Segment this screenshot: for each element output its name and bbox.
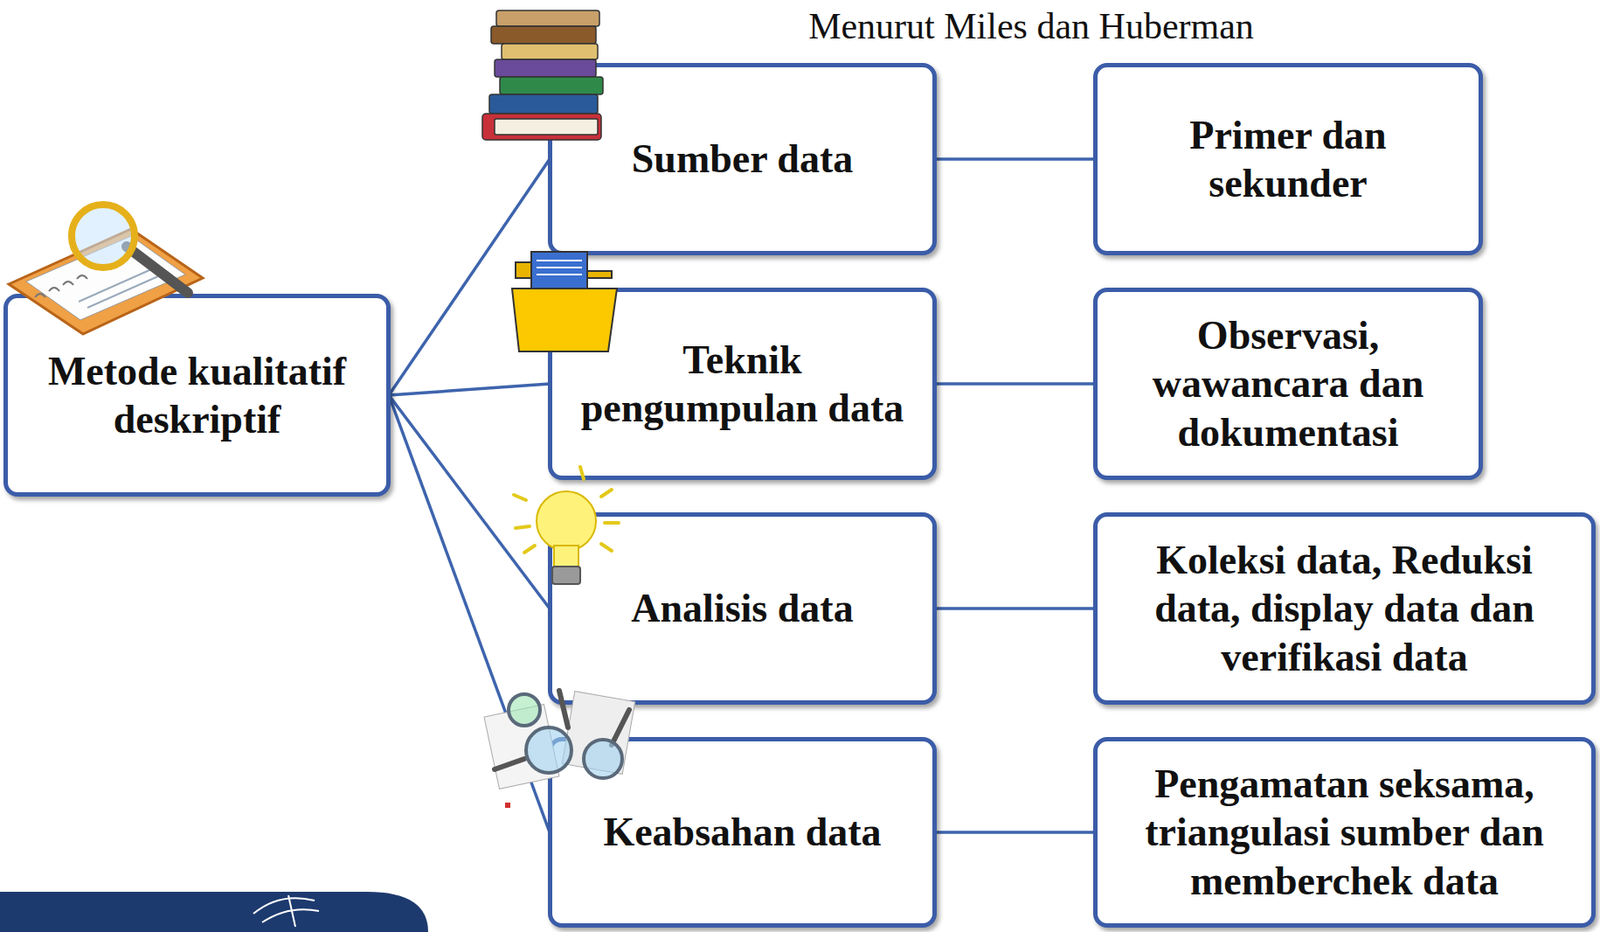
connector-line xyxy=(388,394,550,609)
box-label: Observasi, wawancara dan dokumentasi xyxy=(1111,311,1465,457)
box-label: Pengamatan seksama, triangulasi sumber d… xyxy=(1111,759,1578,905)
connector-line xyxy=(388,383,550,395)
clipboard-icon xyxy=(8,204,203,334)
connector-line xyxy=(935,606,1095,610)
corner-band xyxy=(0,891,429,932)
process-box: Observasi, wawancara dan dokumentasi xyxy=(1093,287,1483,480)
process-box: Teknik pengumpulan data xyxy=(547,287,937,480)
connector-line xyxy=(935,381,1095,386)
box-label: Sumber data xyxy=(631,134,853,183)
process-box: Sumber data xyxy=(547,62,937,256)
process-box: Primer dan sekunder xyxy=(1093,62,1483,256)
folder-icon xyxy=(512,251,617,352)
box-label: Keabsahan data xyxy=(602,807,881,856)
connector-line xyxy=(388,394,550,832)
connector-line xyxy=(935,157,1095,161)
box-label: Koleksi data, Reduksi data, display data… xyxy=(1111,535,1578,681)
box-text-group: Teknik pengumpulan data xyxy=(566,335,919,432)
box-label: Teknik pengumpulan data xyxy=(566,335,919,432)
process-box: Pengamatan seksama, triangulasi sumber d… xyxy=(1093,736,1596,928)
process-box: Metode kualitatif deskriptif xyxy=(3,293,391,497)
process-box: Keabsahan data xyxy=(547,736,937,928)
magnifier-papers-icon xyxy=(484,690,636,808)
box-text-group: Metode kualitatif deskriptif xyxy=(21,346,373,444)
books-icon xyxy=(482,10,603,140)
box-text-group: Pengamatan seksama, triangulasi sumber d… xyxy=(1111,759,1578,905)
box-label: Primer dan sekunder xyxy=(1111,110,1465,208)
box-text-group: Keabsahan data xyxy=(602,807,881,856)
lightbulb-icon xyxy=(513,466,619,584)
box-text-group: Koleksi data, Reduksi data, display data… xyxy=(1111,535,1578,681)
box-text-group: Analisis data xyxy=(630,583,853,632)
box-label: Analisis data xyxy=(630,583,853,632)
box-label: Metode kualitatif deskriptif xyxy=(21,346,373,444)
connector-line xyxy=(935,830,1095,834)
box-text-group: Observasi, wawancara dan dokumentasi xyxy=(1111,311,1465,457)
band-logo xyxy=(253,894,319,927)
process-box: Analisis data xyxy=(547,512,937,705)
box-text-group: Sumber data xyxy=(631,134,853,183)
diagram-title: Menurut Miles dan Huberman xyxy=(768,5,1294,48)
process-box: Koleksi data, Reduksi data, display data… xyxy=(1093,512,1596,705)
connector-line xyxy=(388,159,550,395)
box-text-group: Primer dan sekunder xyxy=(1111,110,1465,208)
